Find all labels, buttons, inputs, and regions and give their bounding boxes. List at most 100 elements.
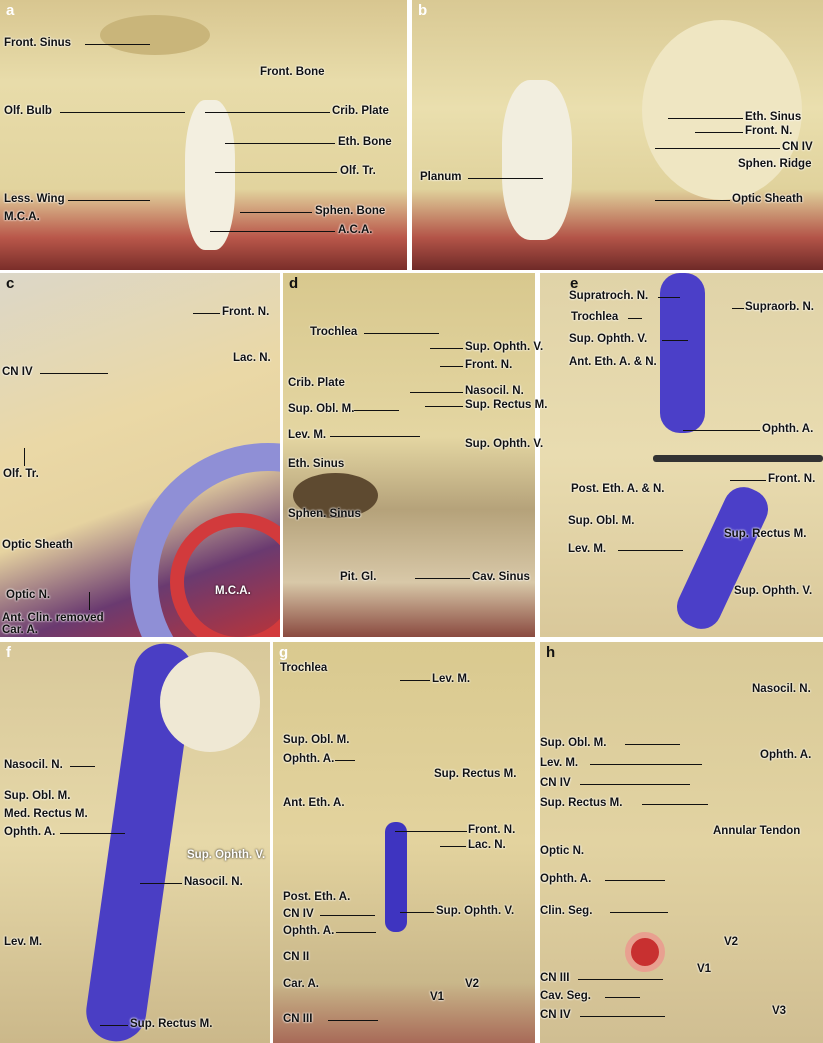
panel-letter: d — [289, 275, 299, 292]
label-cav-seg: Cav. Seg. — [540, 990, 591, 1002]
label-optic-sheath: Optic Sheath — [2, 539, 73, 551]
label-v2: V2 — [724, 936, 739, 948]
label-ant-eth-a-n: Ant. Eth. A. & N. — [569, 356, 657, 368]
leader-line — [468, 178, 543, 180]
label-lac-n: Lac. N. — [233, 352, 271, 364]
label-front-n: Front. N. — [222, 306, 270, 318]
label-lev-m: Lev. M. — [288, 429, 327, 441]
label-sup-ophth-v: Sup. Ophth. V. — [465, 341, 544, 353]
panel-letter: c — [6, 275, 15, 292]
panel-letter: g — [279, 644, 289, 661]
leader-line — [695, 132, 743, 134]
label-crib-plate: Crib. Plate — [332, 105, 389, 117]
leader-line — [24, 448, 26, 466]
leader-line — [625, 744, 680, 746]
label-ant-eth-a: Ant. Eth. A. — [283, 797, 345, 809]
label-olf-tr: Olf. Tr. — [3, 468, 39, 480]
label-v1: V1 — [697, 963, 712, 975]
label-olf-bulb: Olf. Bulb — [4, 105, 52, 117]
label-cn-iii: CN III — [540, 972, 570, 984]
leader-line — [395, 831, 467, 833]
leader-line — [655, 148, 780, 150]
leader-line — [628, 318, 642, 320]
label-sup-ophth-v: Sup. Ophth. V. — [436, 905, 515, 917]
leader-line — [578, 979, 663, 981]
label-sup-obl-m: Sup. Obl. M. — [568, 515, 635, 527]
leader-line — [642, 804, 708, 806]
panel-e: e — [540, 273, 823, 637]
leader-line — [618, 550, 683, 552]
label-nasocil-n: Nasocil. N. — [465, 385, 524, 397]
label-sup-ophth-v: Sup. Ophth. V. — [569, 333, 648, 345]
label-sup-rectus-m: Sup. Rectus M. — [434, 768, 517, 780]
label-car-a: Car. A. — [283, 978, 320, 990]
retractor-instrument — [653, 455, 823, 462]
label-planum: Planum — [420, 171, 462, 183]
panel-letter: h — [546, 644, 556, 661]
leader-line — [215, 172, 337, 174]
label-med-rectus-m: Med. Rectus M. — [4, 808, 88, 820]
ethmoid-sinus — [293, 473, 378, 518]
panel-h: h — [540, 642, 823, 1043]
label-post-eth-a-n: Post. Eth. A. & N. — [571, 483, 665, 495]
panel-c: c — [0, 273, 280, 637]
label-ophth-a: Ophth. A. — [540, 873, 592, 885]
sup-ophth-vein — [385, 822, 407, 932]
leader-line — [605, 997, 640, 999]
label-cav-sinus: Cav. Sinus — [472, 571, 530, 583]
leader-line — [440, 366, 463, 368]
panel-g: g — [273, 642, 535, 1043]
leader-line — [60, 833, 125, 835]
label-sup-ophth-v: Sup. Ophth. V. — [465, 438, 544, 450]
label-supraorb-n: Supraorb. N. — [745, 301, 815, 313]
label-ophth-a: Ophth. A. — [283, 753, 335, 765]
label-v1: V1 — [430, 991, 445, 1003]
label-front-bone: Front. Bone — [260, 66, 325, 78]
label-pit-gl: Pit. Gl. — [340, 571, 377, 583]
panel-b: b — [412, 0, 823, 270]
carotid-cut — [625, 932, 665, 972]
label-cn-iv: CN IV — [540, 1009, 571, 1021]
label-car-a: Car. A. — [2, 624, 39, 636]
label-front-n: Front. N. — [468, 824, 516, 836]
leader-line — [210, 231, 335, 233]
label-optic-n: Optic N. — [540, 845, 585, 857]
leader-line — [658, 297, 680, 299]
label-cn-iii: CN III — [283, 1013, 313, 1025]
leader-line — [100, 1025, 128, 1027]
leader-line — [655, 200, 730, 202]
leader-line — [60, 112, 185, 114]
label-front-n: Front. N. — [745, 125, 793, 137]
label-mca: M.C.A. — [4, 211, 40, 223]
leader-line — [410, 392, 463, 394]
label-supratroch-n: Supratroch. N. — [569, 290, 649, 302]
label-sup-rectus-m: Sup. Rectus M. — [130, 1018, 213, 1030]
leader-line — [425, 406, 463, 408]
leader-line — [605, 880, 665, 882]
label-sup-rectus-m: Sup. Rectus M. — [724, 528, 807, 540]
label-aca: A.C.A. — [338, 224, 373, 236]
leader-line — [205, 112, 330, 114]
sup-ophth-vein-lower — [670, 480, 775, 636]
label-sup-rectus-m: Sup. Rectus M. — [540, 797, 623, 809]
olfactory-groove — [185, 100, 235, 250]
leader-line — [400, 680, 430, 682]
leader-line — [440, 846, 466, 848]
leader-line — [430, 348, 463, 350]
label-sphen-sinus: Sphen. Sinus — [288, 508, 361, 520]
orbit-roof — [642, 20, 802, 200]
planum-region — [502, 80, 572, 240]
label-lev-m: Lev. M. — [568, 543, 607, 555]
label-sup-obl-m: Sup. Obl. M. — [288, 403, 355, 415]
leader-line — [85, 44, 150, 46]
label-sup-obl-m: Sup. Obl. M. — [540, 737, 607, 749]
leader-line — [590, 764, 702, 766]
panel-letter: b — [418, 2, 428, 19]
leader-line — [610, 912, 668, 914]
leader-line — [193, 313, 220, 315]
label-ophth-a: Ophth. A. — [283, 925, 335, 937]
label-front-n: Front. N. — [465, 359, 513, 371]
label-eth-sinus: Eth. Sinus — [288, 458, 345, 470]
leader-line — [328, 1020, 378, 1022]
